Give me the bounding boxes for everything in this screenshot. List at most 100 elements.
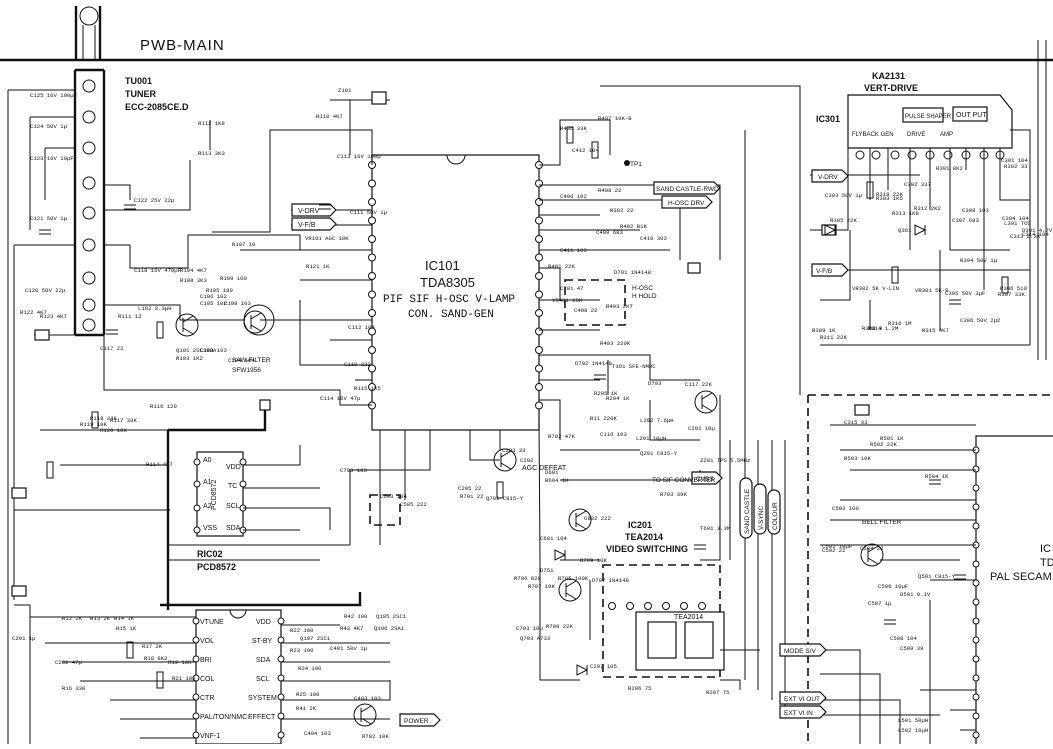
component-label-right: R304 50V 1µ bbox=[960, 257, 997, 264]
ic301-title: VERT-DRIVE bbox=[864, 83, 918, 93]
transistor-symbol bbox=[694, 390, 718, 414]
pcd-pin-vdd: VDD bbox=[226, 464, 241, 471]
component-label-right: C303 50V 1µ bbox=[825, 192, 862, 199]
ic301-flyback: FLYBACK GEN bbox=[852, 132, 894, 138]
mcu-pin-effect: EFFECT bbox=[248, 714, 276, 721]
component-symbols bbox=[39, 126, 1009, 727]
component-label-bottom: C202 47µ bbox=[55, 659, 82, 666]
sheet-title: PWB-MAIN bbox=[140, 37, 225, 54]
mcu-pin-right bbox=[277, 693, 285, 701]
mcu-pin-left bbox=[192, 731, 200, 739]
flag-power: POWER bbox=[404, 718, 429, 725]
flag-v-fb: V-F/B bbox=[298, 222, 316, 229]
mcu-pin-vdd: VDD bbox=[256, 619, 271, 626]
mcu-pin-scl: SCL bbox=[256, 676, 270, 683]
component-label-right: C314 104 bbox=[1022, 231, 1049, 238]
component-label-center: C408 22 bbox=[574, 307, 598, 314]
component-label-bottom: Q107 2SC1 bbox=[300, 635, 331, 642]
component-label-bottom: R17 2K bbox=[142, 643, 163, 650]
component-label-left: C121 50V 1µ bbox=[30, 215, 67, 222]
pcd-pin-left bbox=[193, 458, 201, 466]
ic101-pin-left bbox=[368, 309, 376, 317]
component-label-bottom: R19 10K bbox=[168, 659, 192, 666]
component-label-bottom: R206 75 bbox=[628, 685, 652, 692]
mcu-pin-left bbox=[192, 712, 200, 720]
mcu-pin-system: SYSTEM bbox=[248, 695, 277, 702]
component-label-left: C123 16V 10µF bbox=[30, 155, 74, 162]
component-label-center: L202 7.6µH bbox=[640, 417, 674, 424]
ic201-pin bbox=[626, 602, 634, 610]
flag-mode-sv: MODE S/V bbox=[784, 648, 816, 655]
component-label-bottom: R14 1K bbox=[114, 615, 135, 622]
label-h-osc: H-OSC bbox=[632, 285, 653, 292]
right-ic-l3: PAL SECAM bbox=[990, 571, 1052, 583]
ic201-pin bbox=[680, 602, 688, 610]
component-label-right: R314 1.2M bbox=[868, 325, 898, 332]
component-label-right: R315 4K7 bbox=[922, 327, 949, 334]
component-label-left: C124 50V 1µ bbox=[30, 123, 67, 130]
mcu-pin-left bbox=[192, 655, 200, 663]
component-label-right: R316 1M bbox=[888, 320, 912, 327]
ic301-pulse-shaper: PULSE SHAPER bbox=[905, 114, 952, 120]
component-label-bottom: R708 22K bbox=[546, 623, 573, 630]
component-label-right: C501 10µF bbox=[822, 543, 852, 550]
mcu-pin-sda: SDA bbox=[256, 657, 271, 664]
ic101-pin-left bbox=[368, 253, 376, 262]
component-label-center: R702 47K bbox=[548, 433, 575, 440]
component-label-center: R205 1K bbox=[594, 390, 618, 397]
component-label-right: R307 33K bbox=[998, 291, 1025, 298]
component-label-right: C502 22 bbox=[822, 547, 846, 554]
ic101-pin-right bbox=[535, 327, 543, 336]
component-label-right: C302 337 bbox=[904, 181, 931, 188]
component-label-center: R408 22 bbox=[598, 187, 622, 194]
ic101-pin-right bbox=[535, 383, 543, 391]
mcu-pin-col: COL bbox=[200, 676, 215, 683]
ic101-pin-right bbox=[535, 290, 543, 299]
component-label-center: T101 SFE-NMRC bbox=[612, 363, 656, 370]
resistor-symbol bbox=[126, 641, 134, 659]
component-label-center: T601 3.3M bbox=[700, 525, 730, 532]
capacitor-symbol bbox=[694, 544, 706, 550]
component-label-center: C802 222 bbox=[584, 515, 611, 522]
transistor-leads bbox=[565, 580, 577, 600]
component-label-right: R502 22K bbox=[870, 441, 897, 448]
transistor-leads bbox=[182, 315, 194, 335]
ic201-pin bbox=[644, 602, 652, 610]
mcu-pin-left bbox=[192, 693, 200, 701]
crystal-symbol bbox=[369, 494, 401, 526]
tuner-pin bbox=[82, 318, 96, 332]
resistor-symbol bbox=[156, 671, 164, 689]
component-label-right: L501 50µH bbox=[898, 717, 928, 724]
component-label-bottom: Q105 2SC1 bbox=[376, 613, 407, 620]
component-label-right: D301 4.7V bbox=[1022, 227, 1053, 234]
ic101-pin-right bbox=[535, 401, 543, 410]
capacitor-symbol bbox=[954, 574, 966, 580]
transistor-symbol bbox=[558, 578, 582, 602]
ic201-ref: IC201 bbox=[628, 520, 652, 530]
component-label-center: L201 10µH bbox=[636, 435, 666, 442]
component-label-right: R309 1K bbox=[812, 327, 836, 334]
ic101-pin-left bbox=[368, 272, 376, 280]
component-label-left: C103 103 bbox=[200, 347, 227, 354]
transistor-symbol bbox=[175, 313, 199, 337]
component-label-right: R301 8K2 bbox=[936, 165, 963, 172]
tuner-pin bbox=[82, 271, 96, 285]
right-ic-pin bbox=[972, 522, 980, 530]
component-label-center: D601 bbox=[545, 469, 559, 476]
flag-ext-v-out: EXT VI OUT bbox=[784, 696, 820, 703]
ic101-pin-left bbox=[368, 216, 376, 225]
mcu-pin-right bbox=[277, 617, 285, 625]
ic201-block: IC201 TEA2014 VIDEO SWITCHING TEA2014 bbox=[602, 520, 725, 678]
pcd-pin-a2: A2 bbox=[203, 503, 212, 510]
component-label-bottom: R705 100K bbox=[558, 575, 589, 582]
component-label-right: C305 50V 3µF bbox=[945, 290, 985, 297]
label-saw-filter: SAW-FILTER bbox=[232, 357, 271, 364]
component-label-center: D701 1N4148 bbox=[614, 269, 651, 276]
flag-v-fb-right: V-F/B bbox=[816, 268, 832, 275]
ic201-pin bbox=[698, 602, 706, 610]
ic101-ref: IC101 bbox=[425, 258, 460, 273]
right-ic-pin bbox=[972, 617, 980, 625]
